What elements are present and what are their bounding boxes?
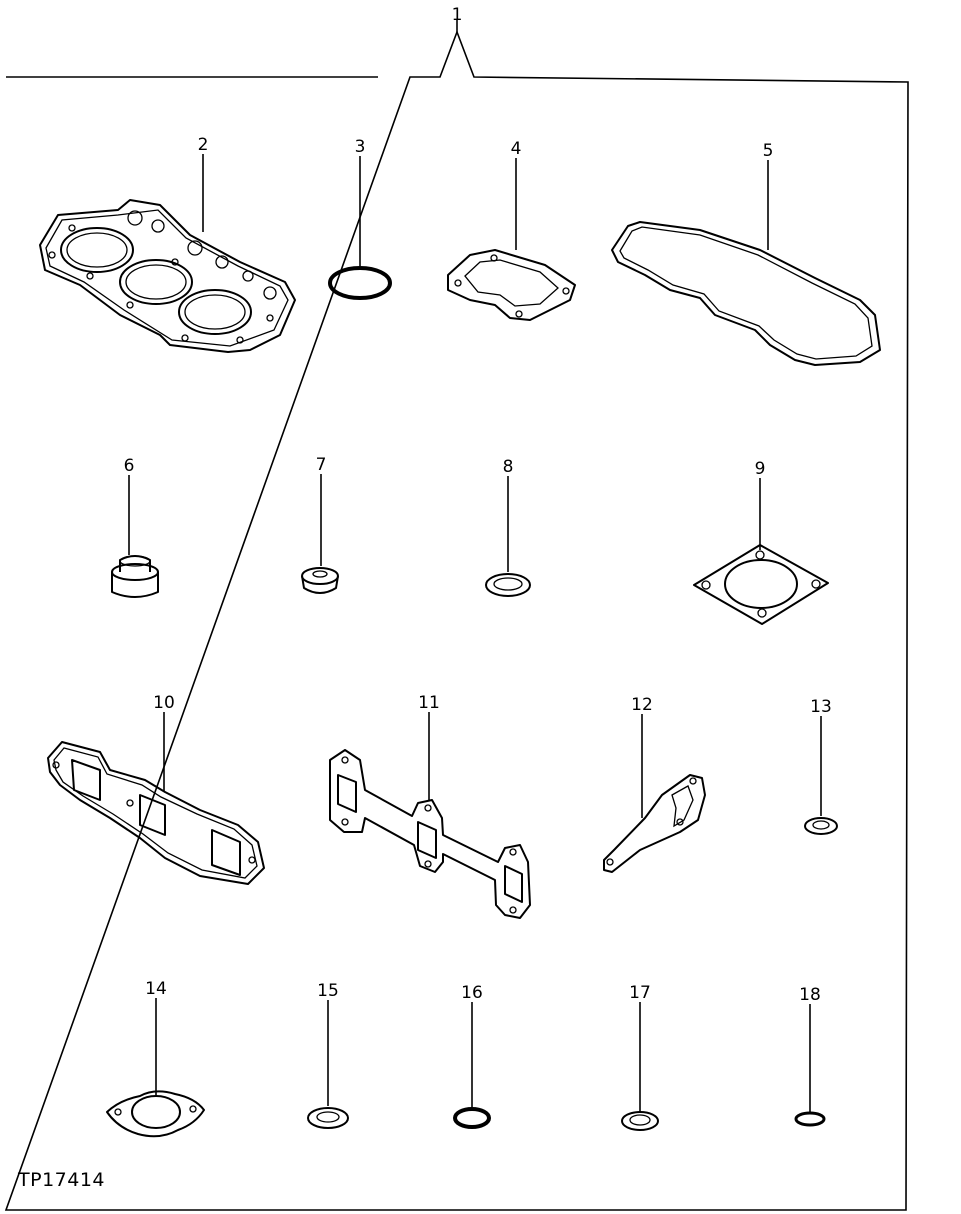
o-ring-16 xyxy=(453,1107,491,1129)
kit-frame xyxy=(4,20,909,1211)
flange-gasket-square xyxy=(693,544,829,625)
callout-1: 1 xyxy=(452,5,463,25)
callout-4: 4 xyxy=(511,139,522,159)
cover-gasket xyxy=(447,249,576,321)
valve-stem-seal-small xyxy=(301,567,339,594)
sealing-washer xyxy=(485,573,531,597)
callout-18: 18 xyxy=(799,985,821,1005)
cylinder-head-gasket xyxy=(39,199,296,353)
callout-9: 9 xyxy=(755,459,766,479)
callout-7: 7 xyxy=(316,455,327,475)
rocker-cover-gasket xyxy=(611,221,881,366)
callout-6: 6 xyxy=(124,456,135,476)
o-ring-18 xyxy=(794,1111,826,1127)
callout-10: 10 xyxy=(153,693,175,713)
intake-manifold-gasket xyxy=(47,741,265,885)
callout-15: 15 xyxy=(317,981,339,1001)
small-washer xyxy=(804,817,838,835)
callout-16: 16 xyxy=(461,983,483,1003)
callout-13: 13 xyxy=(810,697,832,717)
callout-2: 2 xyxy=(198,135,209,155)
figure-code: TP17414 xyxy=(17,1169,105,1191)
flange-gasket-oval xyxy=(106,1090,205,1138)
exhaust-manifold-gasket xyxy=(329,749,531,919)
callout-5: 5 xyxy=(763,141,774,161)
callout-8: 8 xyxy=(503,457,514,477)
o-ring xyxy=(328,266,392,300)
valve-stem-seal-large xyxy=(111,555,159,598)
callout-14: 14 xyxy=(145,979,167,999)
callout-11: 11 xyxy=(418,693,440,713)
callout-17: 17 xyxy=(629,983,651,1003)
callout-3: 3 xyxy=(355,137,366,157)
washer-15 xyxy=(307,1107,349,1129)
plate-gasket xyxy=(603,774,706,873)
callout-12: 12 xyxy=(631,695,653,715)
washer-17 xyxy=(621,1111,659,1131)
